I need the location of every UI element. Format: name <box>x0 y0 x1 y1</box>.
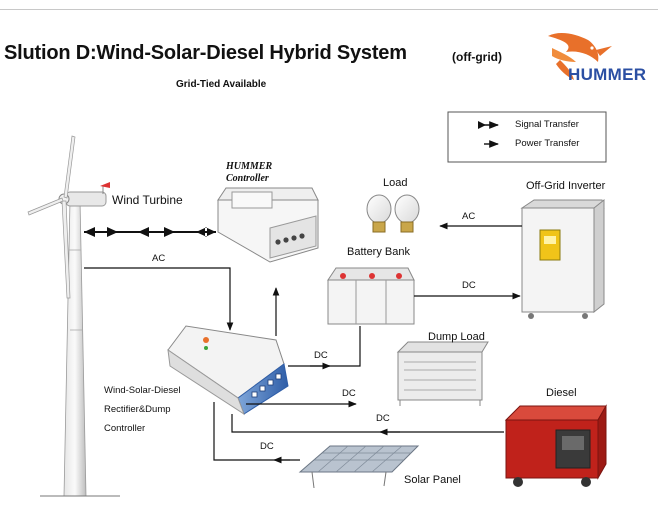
legend-signal-label: Signal Transfer <box>515 119 579 130</box>
label-controller-line1: HUMMER <box>226 161 273 172</box>
label-dc-battery: DC <box>314 350 328 361</box>
subtitle: Grid-Tied Available <box>176 79 267 90</box>
label-load: Load <box>383 177 408 189</box>
label-ac-turbine: AC <box>152 253 166 264</box>
label-dc-diesel: DC <box>376 413 390 424</box>
label-battery-bank: Battery Bank <box>347 246 410 258</box>
diesel-generator <box>504 404 607 487</box>
dc-link-solar <box>213 402 300 461</box>
hummer-controller <box>217 187 319 263</box>
title-note: (off-grid) <box>452 50 502 64</box>
label-rectifier-line3: Controller <box>104 423 146 434</box>
brand-name: HUMMER <box>568 65 647 84</box>
label-dc-inverter: DC <box>462 280 476 291</box>
label-diesel: Diesel <box>546 387 577 399</box>
page-title: Slution D:Wind-Solar-Diesel Hybrid Syste… <box>4 42 407 64</box>
label-dump-load: Dump Load <box>428 331 485 343</box>
label-rectifier-line2: Rectifier&Dump <box>104 404 171 415</box>
solar-panel <box>298 445 420 489</box>
battery-bank <box>327 267 415 325</box>
label-ac-load: AC <box>462 211 476 222</box>
label-controller-line2: Controller <box>226 173 269 184</box>
rectifier-dump-controller <box>167 325 289 416</box>
label-solar-panel: Solar Panel <box>404 474 461 486</box>
label-inverter: Off-Grid Inverter <box>526 180 606 192</box>
load-bulbs <box>366 194 420 233</box>
ac-link-turbine <box>84 267 234 331</box>
connections <box>84 222 522 464</box>
legend-box <box>447 111 607 163</box>
wind-turbine <box>27 135 120 497</box>
legend-power-label: Power Transfer <box>515 138 580 149</box>
label-wind-turbine: Wind Turbine <box>112 193 183 207</box>
dump-load <box>396 341 489 406</box>
dc-link-diesel <box>231 414 504 433</box>
hummer-bird-logo <box>548 33 612 80</box>
label-rectifier-line1: Wind-Solar-Diesel <box>104 385 181 396</box>
label-dc-dump: DC <box>342 388 356 399</box>
label-dc-solar: DC <box>260 441 274 452</box>
off-grid-inverter <box>520 198 605 319</box>
top-divider <box>0 9 658 10</box>
